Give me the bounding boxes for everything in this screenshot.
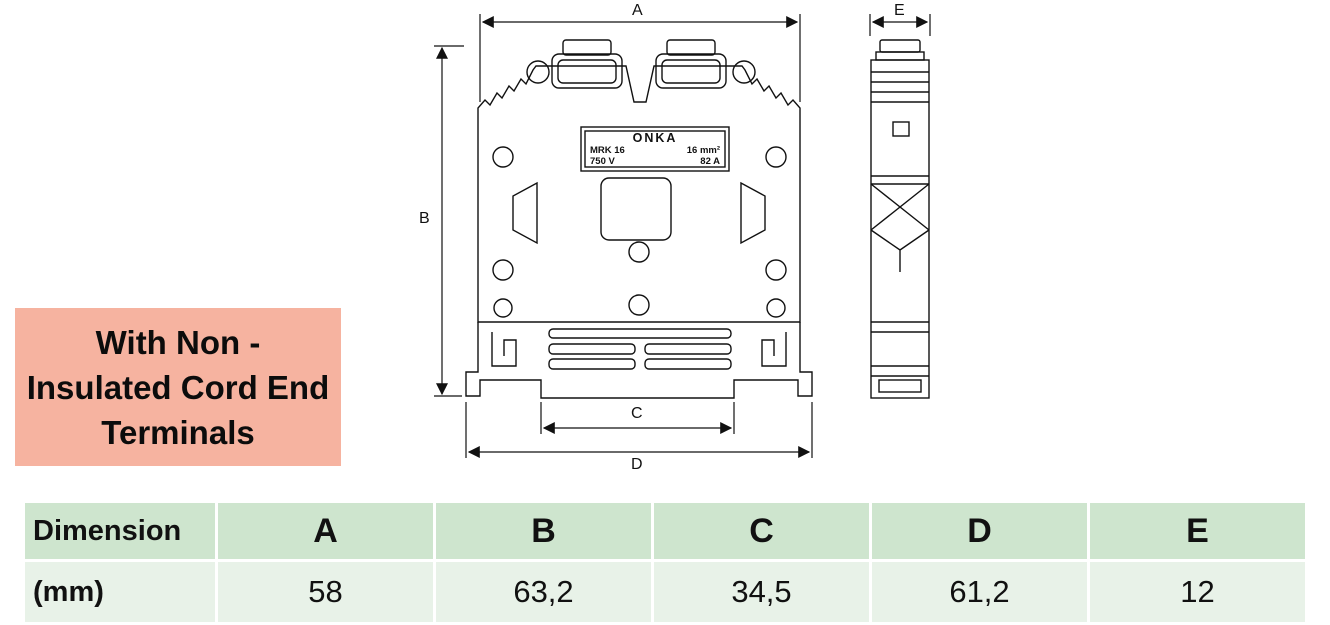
value-d: 61,2 <box>872 562 1087 622</box>
front-view <box>465 39 813 399</box>
brand-text: ONKA <box>632 130 678 145</box>
current-text: 82 A <box>700 155 720 167</box>
side-view <box>870 39 930 399</box>
table-header-unit: (mm) <box>25 562 215 622</box>
col-header-a: A <box>218 503 433 559</box>
col-header-c: C <box>654 503 869 559</box>
technical-drawing <box>434 14 931 458</box>
dim-label-e: E <box>894 2 905 19</box>
product-label: ONKA MRK 16 16 mm² 750 V 82 A <box>582 129 728 169</box>
callout-line-3: Terminals <box>101 413 255 451</box>
value-a: 58 <box>218 562 433 622</box>
dim-label-a: A <box>632 2 643 19</box>
value-e: 12 <box>1090 562 1305 622</box>
dim-label-c: C <box>631 405 643 422</box>
dim-label-d: D <box>631 456 643 473</box>
dim-label-b: B <box>419 210 430 227</box>
col-header-e: E <box>1090 503 1305 559</box>
col-header-b: B <box>436 503 651 559</box>
value-b: 63,2 <box>436 562 651 622</box>
voltage-text: 750 V <box>590 155 615 167</box>
model-text: MRK 16 <box>590 144 625 156</box>
dimensions-table: Dimension A B C D E (mm) 58 63,2 34,5 61… <box>25 503 1305 622</box>
cross-section-text: 16 mm² <box>686 144 720 156</box>
value-c: 34,5 <box>654 562 869 622</box>
table-header-dimension: Dimension <box>25 503 215 559</box>
callout-box: With Non - Insulated Cord End Terminals <box>15 308 341 466</box>
dimension-lines <box>434 14 931 458</box>
callout-line-2: Insulated Cord End <box>26 368 330 406</box>
col-header-d: D <box>872 503 1087 559</box>
callout-line-1: With Non - <box>95 323 261 361</box>
